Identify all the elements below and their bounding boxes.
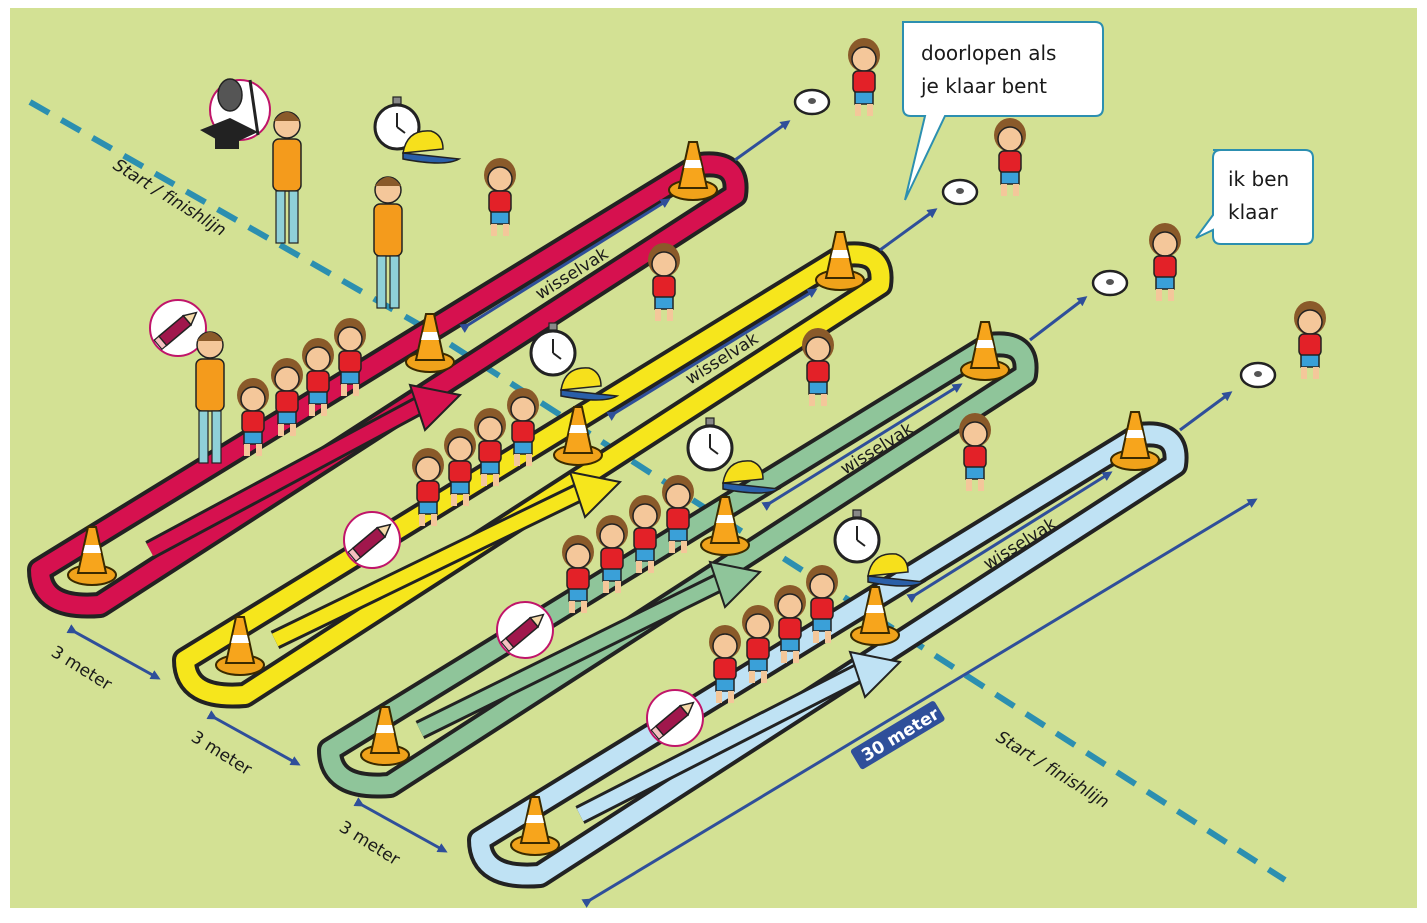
mortarboard-icon <box>200 78 271 149</box>
runout-arrow-blue <box>1179 391 1233 432</box>
speech-bubble-continue: doorlopen als je klaar bent <box>902 21 1104 201</box>
marker-disc-icon <box>1239 361 1277 389</box>
gap-arrow-3 <box>353 797 448 853</box>
relay-zone-arrow-green <box>761 383 963 511</box>
relay-zone-arrow-yellow <box>606 288 818 421</box>
bubble-continue-line2: je klaar bent <box>920 74 1047 98</box>
bubble-done-line1: ik ben <box>1228 167 1289 191</box>
direction-arrow-red <box>145 383 463 559</box>
bubble-done-line2: klaar <box>1228 200 1279 224</box>
runout-arrow-red <box>734 120 791 162</box>
pencil-icon <box>496 601 554 659</box>
gap-arrow-1 <box>66 624 161 680</box>
distance-arrow <box>581 498 1258 908</box>
start-finish-line-top <box>28 99 422 328</box>
speech-bubble-done: ik ben klaar <box>1195 149 1314 245</box>
runout-arrow-green <box>1029 296 1088 342</box>
relay-zone-arrow-red <box>459 198 671 333</box>
pencil-icon <box>646 689 704 747</box>
marker-disc-icon <box>1091 269 1129 297</box>
pencil-icon <box>343 511 401 569</box>
gap-arrow-2 <box>206 710 301 766</box>
bubble-continue-line1: doorlopen als <box>921 41 1056 65</box>
direction-arrow-yellow <box>270 470 623 649</box>
marker-disc-icon <box>941 178 979 206</box>
marker-disc-icon <box>793 88 831 116</box>
runout-arrow-yellow <box>879 208 938 252</box>
